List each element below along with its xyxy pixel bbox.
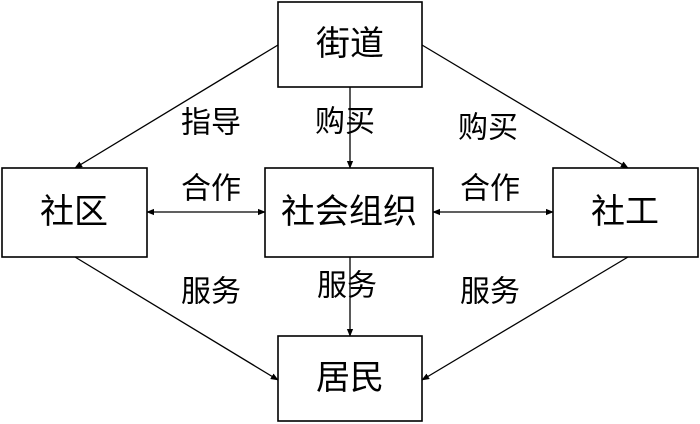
node-social-worker: 社工 [552, 167, 699, 258]
edge-street-to-community [74, 44, 279, 169]
edge-label-purchase-center: 购买 [315, 105, 375, 140]
node-social-worker-label: 社工 [591, 192, 659, 232]
edge-community-to-residents [74, 256, 279, 381]
node-community: 社区 [1, 167, 148, 258]
node-street-label: 街道 [316, 24, 384, 64]
edge-label-serve-left: 服务 [181, 275, 241, 310]
node-community-label: 社区 [40, 192, 108, 232]
edge-social-worker-to-residents [421, 256, 629, 381]
node-social-org-label: 社会组织 [281, 192, 417, 232]
edge-label-cooperate-left: 合作 [181, 172, 241, 207]
node-social-org: 社会组织 [264, 167, 434, 258]
node-residents: 居民 [277, 335, 423, 422]
edge-label-purchase-right: 购买 [458, 111, 518, 146]
edge-street-to-social-worker [421, 44, 629, 169]
node-street: 街道 [277, 1, 423, 88]
node-residents-label: 居民 [316, 358, 384, 398]
edge-label-cooperate-right: 合作 [460, 172, 520, 207]
edge-label-guide: 指导 [181, 106, 241, 141]
edge-label-serve-right: 服务 [460, 275, 520, 310]
edge-label-serve-center: 服务 [317, 269, 377, 304]
